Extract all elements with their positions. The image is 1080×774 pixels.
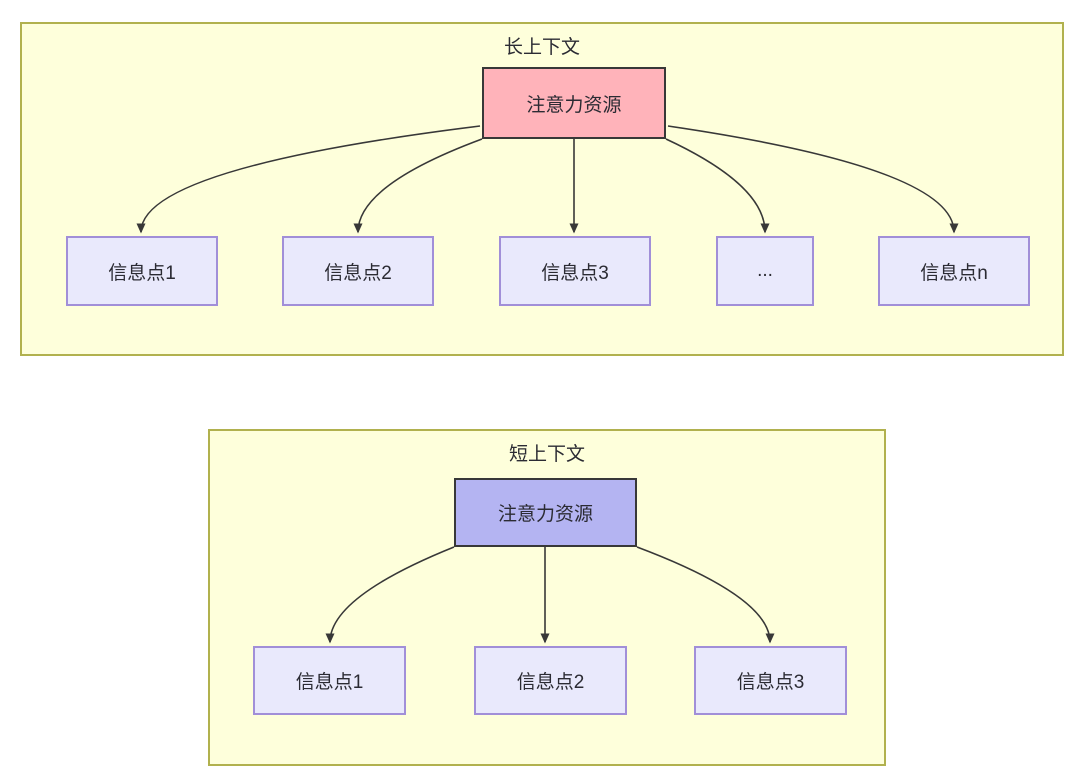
- long-info-node-3: 信息点3: [499, 236, 651, 306]
- short-info-node-3: 信息点3: [694, 646, 847, 715]
- long-info-node-2: 信息点2: [282, 236, 434, 306]
- short-info-node-2: 信息点2: [474, 646, 627, 715]
- short-attention-resource-box: 注意力资源: [454, 478, 637, 547]
- long-info-node-1: 信息点1: [66, 236, 218, 306]
- long-info-node-ellipsis: ...: [716, 236, 814, 306]
- long-context-title: 长上下文: [503, 37, 580, 58]
- short-context-title: 短上下文: [508, 444, 585, 465]
- long-attention-resource-box: 注意力资源: [482, 67, 666, 139]
- long-info-node-n: 信息点n: [878, 236, 1030, 306]
- short-info-node-1: 信息点1: [253, 646, 406, 715]
